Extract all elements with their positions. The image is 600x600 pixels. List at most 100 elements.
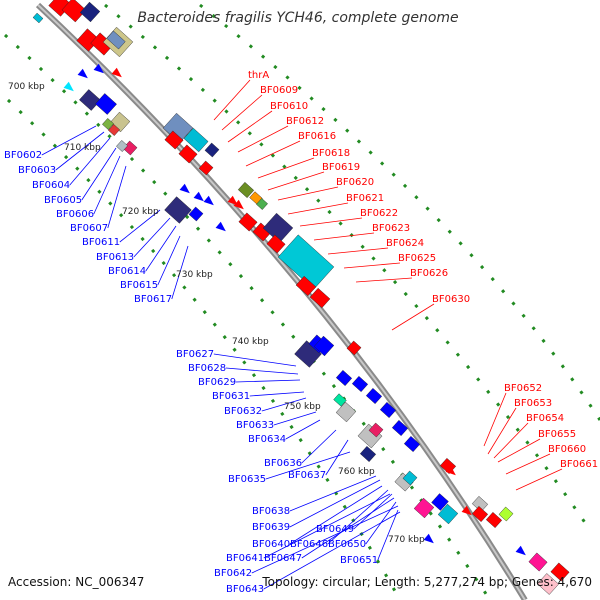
gene-label-BF0626: BF0626 xyxy=(410,268,448,279)
gene-block xyxy=(237,181,255,199)
gene-block xyxy=(79,89,101,111)
leader-BF0655 xyxy=(497,438,541,463)
gene-label-BF0620: BF0620 xyxy=(336,177,374,188)
gene-label-BF0611: BF0611 xyxy=(82,237,120,248)
gene-label-BF0630: BF0630 xyxy=(432,294,470,305)
gene-block xyxy=(116,140,128,152)
gene-label-BF0614: BF0614 xyxy=(108,266,146,277)
gene-block xyxy=(359,445,377,463)
forward-gene xyxy=(471,505,489,523)
leader-BF0635 xyxy=(265,451,351,480)
gene-label-BF0615: BF0615 xyxy=(120,280,158,291)
gene-block xyxy=(437,503,459,525)
leader-BF0619 xyxy=(267,171,325,191)
gene-block xyxy=(277,234,335,290)
reverse-gene xyxy=(379,401,397,419)
gene-label-BF0621: BF0621 xyxy=(346,193,384,204)
gene-label-BF0618: BF0618 xyxy=(312,148,350,159)
gene-label-BF0639: BF0639 xyxy=(252,522,290,533)
leader-BF0617 xyxy=(171,245,189,300)
gene-block xyxy=(106,30,126,50)
gene-label-BF0632: BF0632 xyxy=(224,406,262,417)
leader-BF0623 xyxy=(313,232,375,241)
gene-block xyxy=(102,118,114,130)
forward-gene xyxy=(295,275,317,297)
reverse-gene xyxy=(188,206,204,222)
gene-label-BF0605: BF0605 xyxy=(44,195,82,206)
gene-label-BF0661: BF0661 xyxy=(560,459,598,470)
forward-gene xyxy=(485,511,503,529)
tick-label-730-kbp: 730 kbp xyxy=(176,270,213,280)
forward-gene xyxy=(61,0,87,23)
gene-block xyxy=(368,422,384,438)
leader-BF0652 xyxy=(483,392,507,447)
gene-label-thrA: thrA xyxy=(248,70,269,81)
leader-BF0613 xyxy=(133,217,171,258)
gene-label-BF0609: BF0609 xyxy=(260,85,298,96)
forward-gene xyxy=(178,144,198,164)
leader-BF0606 xyxy=(93,155,121,215)
forward-gene xyxy=(309,287,331,309)
gene-block xyxy=(333,393,347,407)
leader-BF0611 xyxy=(119,209,161,243)
gene-label-BF0660: BF0660 xyxy=(548,444,586,455)
gene-arrow xyxy=(203,195,214,206)
gene-label-BF0619: BF0619 xyxy=(322,162,360,173)
leader-BF0618 xyxy=(257,157,315,179)
leader-BF0629 xyxy=(235,379,301,383)
leader-BF0630 xyxy=(391,303,435,331)
reverse-gene xyxy=(335,369,353,387)
leader-BF0627 xyxy=(213,353,297,367)
leader-BF0612 xyxy=(237,125,289,153)
leader-BF0603 xyxy=(55,131,105,171)
leader-thrA xyxy=(213,79,251,121)
gene-block xyxy=(262,212,294,244)
gene-block xyxy=(413,497,435,519)
reverse-gene xyxy=(365,387,383,405)
gene-block xyxy=(256,198,268,210)
gene-block xyxy=(183,127,209,153)
leader-BF0622 xyxy=(299,217,363,227)
leader-BF0639 xyxy=(289,479,381,528)
topology-label: Topology: circular; Length: 5,277,274 bp… xyxy=(261,575,592,589)
gene-block xyxy=(79,1,101,23)
gene-arrow xyxy=(515,545,526,556)
tick-label-740-kbp: 740 kbp xyxy=(232,337,269,347)
gene-label-BF0638: BF0638 xyxy=(252,506,290,517)
gene-label-BF0613: BF0613 xyxy=(96,252,134,263)
gene-label-BF0612: BF0612 xyxy=(286,116,324,127)
leader-BF0634 xyxy=(285,419,321,440)
gene-block xyxy=(164,196,192,224)
gene-labels: thrABF0609BF0610BF0612BF0616BF0618BF0619… xyxy=(4,70,598,595)
reverse-gene xyxy=(351,375,369,393)
leader-BF0632 xyxy=(261,397,307,412)
gene-label-BF0651: BF0651 xyxy=(340,555,378,566)
gene-label-BF0637: BF0637 xyxy=(288,470,326,481)
gene-block xyxy=(471,495,489,513)
leader-BF0642 xyxy=(251,505,399,574)
leader-BF0660 xyxy=(505,453,551,475)
gene-label-BF0627: BF0627 xyxy=(176,349,214,360)
gene-label-BF0610: BF0610 xyxy=(270,101,308,112)
leader-BF0638 xyxy=(289,475,377,512)
gene-block xyxy=(498,506,514,522)
accession-label: Accession: NC_006347 xyxy=(8,575,144,589)
tick-label-750-kbp: 750 kbp xyxy=(284,402,321,412)
leader-BF0654 xyxy=(493,422,529,459)
gene-label-BF0623: BF0623 xyxy=(372,223,410,234)
gene-block xyxy=(204,142,220,158)
leader-BF0641 xyxy=(263,493,391,559)
gene-label-BF0624: BF0624 xyxy=(386,238,424,249)
leader-BF0661 xyxy=(515,468,563,491)
gene-label-BF0603: BF0603 xyxy=(18,165,56,176)
gene-block xyxy=(32,12,44,24)
gene-label-BF0633: BF0633 xyxy=(236,420,274,431)
gene-label-BF0640: BF0640 xyxy=(252,539,290,550)
leader-BF0614 xyxy=(145,225,177,272)
leader-BF0602 xyxy=(41,125,97,156)
gene-arrow xyxy=(445,465,456,476)
gene-label-BF0635: BF0635 xyxy=(228,474,266,485)
forward-gene xyxy=(238,212,258,232)
reverse-gene xyxy=(391,419,409,437)
